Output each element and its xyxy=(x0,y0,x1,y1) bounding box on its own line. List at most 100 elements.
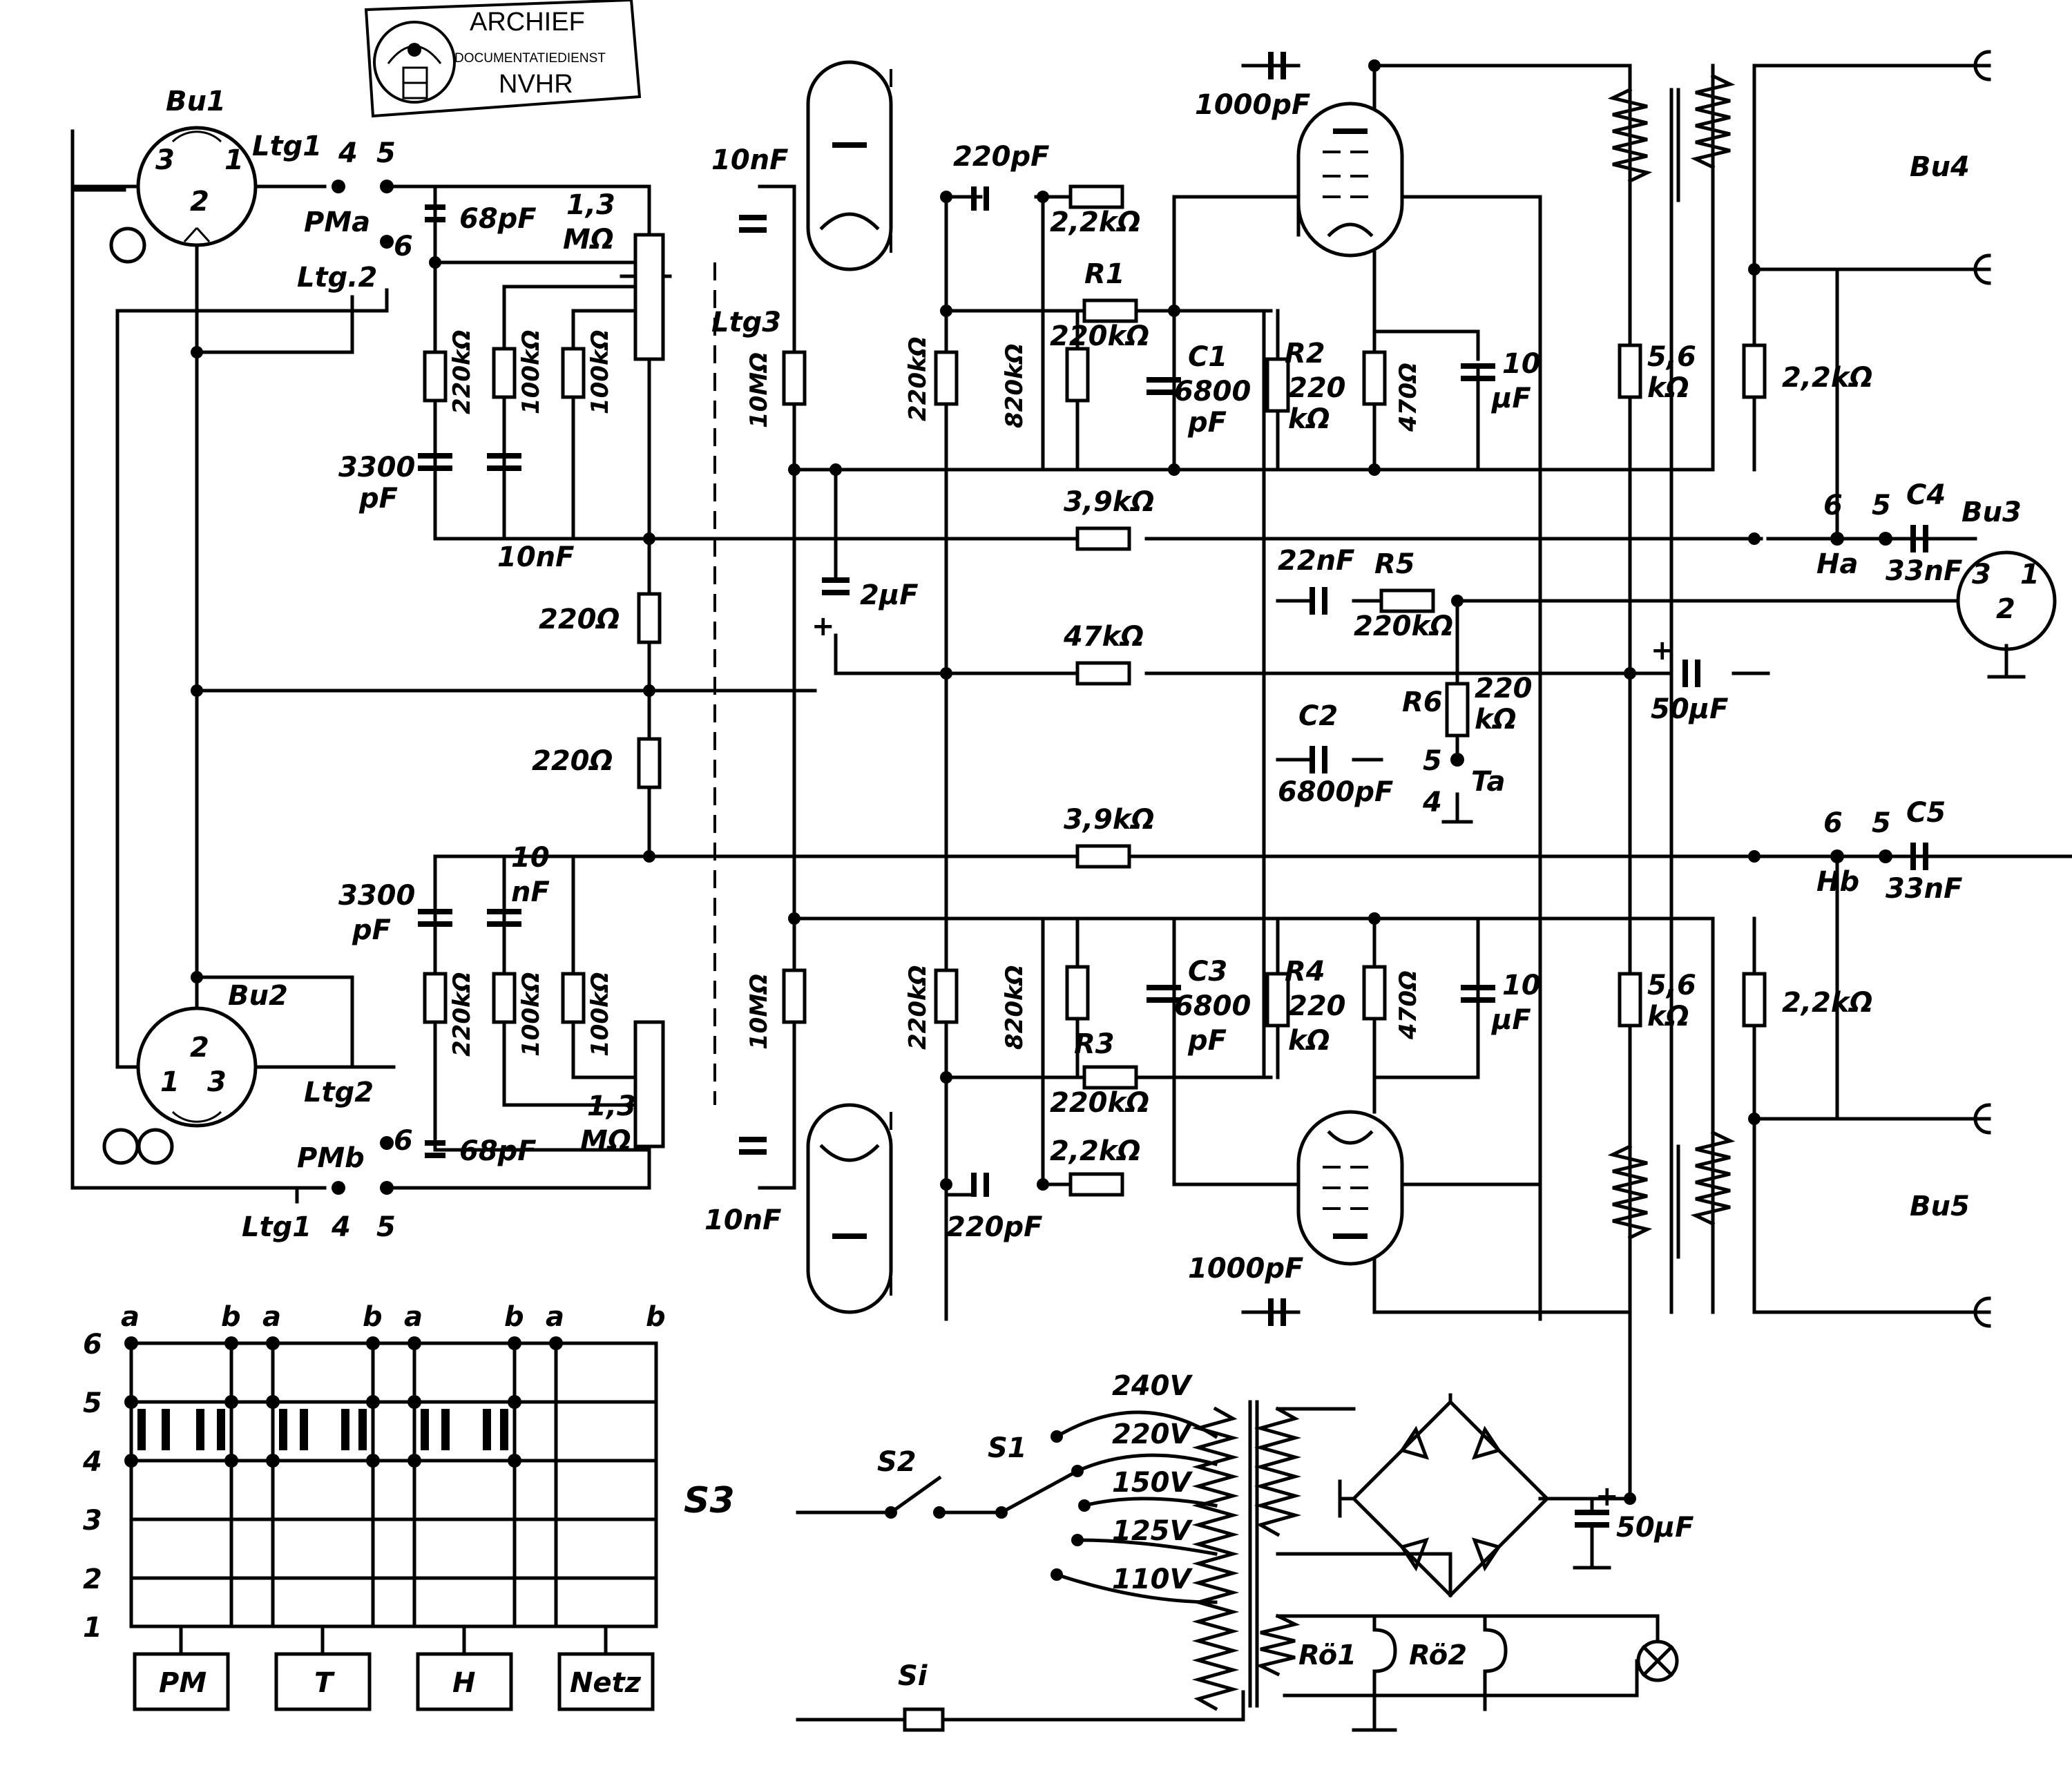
bu2-pin3: 3 xyxy=(207,1066,227,1098)
s1-label: S1 xyxy=(988,1432,1027,1464)
c50u-fb-plus: + xyxy=(1651,635,1674,666)
v125: 125V xyxy=(1112,1515,1193,1547)
stamp-line-1: ARCHIEF xyxy=(470,8,585,37)
r22k-out-lower: 2,2kΩ xyxy=(1782,987,1872,1019)
input-network-lower: 220Ω 3300 pF 10 nF 220kΩ 100kΩ 100kΩ 1,3… xyxy=(338,737,665,1167)
r3-value: 220kΩ xyxy=(1050,1087,1149,1119)
r220-lower: 220Ω xyxy=(532,745,613,777)
bu2-pin2: 2 xyxy=(190,1032,209,1064)
connector-bu4: Bu4 xyxy=(1910,50,1991,285)
s2-label: S2 xyxy=(877,1446,917,1478)
connector-bu2: Bu2 2 1 3 xyxy=(102,980,288,1165)
c1-val-a: 6800 xyxy=(1174,376,1251,407)
r100k-lower-2: 100kΩ xyxy=(586,972,614,1057)
c5-value: 33nF xyxy=(1886,873,1962,905)
c10n-grid-upper: 10nF xyxy=(711,144,788,176)
ta-label: Ta xyxy=(1471,766,1506,798)
c4-label: C4 xyxy=(1906,479,1946,511)
switch-s3: 6 5 4 3 2 1 a b a b a b a b S3 PM T H Ne… xyxy=(82,1301,735,1711)
ltg1-upper: Ltg1 xyxy=(252,131,322,162)
c10u-lower-b: μF xyxy=(1490,1004,1531,1036)
t6-ha: 6 xyxy=(1823,490,1843,521)
ltg2-upper: Ltg.2 xyxy=(297,262,377,294)
r61-label: Rö1 xyxy=(1298,1640,1356,1671)
r820k-lower: 820kΩ xyxy=(1001,965,1028,1050)
hb-label: Hb xyxy=(1816,866,1859,898)
c10n-lower-a: 10 xyxy=(511,842,550,874)
c4-value: 33nF xyxy=(1886,555,1962,587)
t4-ta: 4 xyxy=(1422,787,1442,818)
r6-val-a: 220 xyxy=(1475,673,1533,704)
terminal-labels: Ltg1 4 5 6 PMa Ltg.2 Ltg2 6 PMb Ltg1 4 5… xyxy=(242,131,781,1243)
r470-lower: 470Ω xyxy=(1394,970,1422,1040)
output-transformer-upper: 5,6 kΩ 2,2kΩ 6 5 Ha C4 33nF xyxy=(1607,73,1962,587)
ltg3-label: Ltg3 xyxy=(711,307,781,338)
c68p-lower: 68pF xyxy=(459,1135,537,1167)
r22k-grid-upper: 2,2kΩ xyxy=(1050,206,1140,238)
s3-col-b-2: b xyxy=(363,1301,383,1333)
bu1-pin2: 2 xyxy=(190,186,209,218)
r39k-lower: 3,9kΩ xyxy=(1064,804,1154,836)
t5-lower: 5 xyxy=(376,1211,396,1243)
s3-col-b-4: b xyxy=(646,1301,666,1333)
r62-label: Rö2 xyxy=(1409,1640,1467,1671)
r47k-label: 47kΩ xyxy=(1063,621,1144,653)
c2-value: 6800pF xyxy=(1278,776,1393,808)
r1-label: R1 xyxy=(1084,258,1125,290)
feedback-network: 3,9kΩ 47kΩ 3,9kΩ 22nF R5 220kΩ R6 220 kΩ… xyxy=(1063,486,1728,869)
s3-label: S3 xyxy=(684,1480,735,1521)
r4-val-a: 220 xyxy=(1288,990,1346,1022)
stamp-logo xyxy=(373,21,456,104)
stamp-line-3: NVHR xyxy=(499,70,573,99)
r220-upper: 220Ω xyxy=(539,604,620,635)
pot-upper-b: MΩ xyxy=(563,224,614,256)
s3-row-2: 2 xyxy=(83,1564,102,1595)
pmb-label: PMb xyxy=(297,1142,365,1174)
s3-row-3: 3 xyxy=(83,1505,102,1537)
c10n-upper: 10nF xyxy=(497,541,574,573)
c10n-grid-lower: 10nF xyxy=(704,1204,781,1236)
c68p-upper: 68pF xyxy=(459,203,537,235)
bu1-label: Bu1 xyxy=(166,86,226,117)
pot-lower-a: 1,3 xyxy=(587,1090,636,1122)
c3-val-b: pF xyxy=(1187,1025,1227,1057)
r1-value: 220kΩ xyxy=(1050,320,1149,352)
s3-pos-pm: PM xyxy=(159,1667,207,1699)
c1000p-upper: 1000pF xyxy=(1195,89,1310,121)
bu2-pin1: 1 xyxy=(160,1066,180,1098)
s3-row-1: 1 xyxy=(83,1612,102,1644)
preamp-upper: 10nF 10MΩ 2μF + 220pF 2,2kΩ 220kΩ 820kΩ … xyxy=(711,60,1346,642)
c3-val-a: 6800 xyxy=(1174,990,1251,1022)
r56k-upper-a: 5,6 xyxy=(1647,341,1696,373)
r39k-upper: 3,9kΩ xyxy=(1064,486,1154,518)
s3-contacts xyxy=(124,1336,563,1468)
t5-ta: 5 xyxy=(1423,745,1442,777)
s3-col-b-1: b xyxy=(221,1301,241,1333)
c3300-lower-b: pF xyxy=(352,914,391,946)
r6-label: R6 xyxy=(1402,686,1443,718)
r4-val-b: kΩ xyxy=(1288,1025,1330,1057)
r470-upper: 470Ω xyxy=(1394,363,1422,432)
input-network-upper: 68pF 1,3 MΩ 220kΩ 100kΩ 100kΩ 3300 pF 10… xyxy=(338,189,672,644)
c10u-upper-b: μF xyxy=(1490,383,1531,414)
r22k-grid-lower: 2,2kΩ xyxy=(1050,1135,1140,1167)
c1-val-b: pF xyxy=(1187,407,1227,439)
r5-label: R5 xyxy=(1374,548,1415,580)
power-supply: S2 S1 240V 220V 150V 125V 110V Si xyxy=(796,1370,1694,1732)
r10m-lower: 10MΩ xyxy=(745,974,773,1050)
c3-label: C3 xyxy=(1188,956,1227,988)
c50u-sup-plus: + xyxy=(1595,1481,1619,1512)
c50u-supply: 50μF xyxy=(1616,1512,1694,1544)
output-pentode-lower: 470Ω 10 μF 1000pF xyxy=(1188,965,1541,1326)
t4-lower: 4 xyxy=(331,1211,351,1243)
pot-upper-a: 1,3 xyxy=(566,189,615,221)
c1-label: C1 xyxy=(1188,341,1227,373)
c50u-fb: 50μF xyxy=(1651,693,1728,725)
s3-col-a-3: a xyxy=(404,1301,423,1333)
bu3-pin3: 3 xyxy=(1972,559,1991,590)
c22n-label: 22nF xyxy=(1278,545,1354,577)
c220p-upper: 220pF xyxy=(953,141,1049,173)
c3300-upper-b: pF xyxy=(358,483,398,515)
c5-label: C5 xyxy=(1906,797,1946,829)
